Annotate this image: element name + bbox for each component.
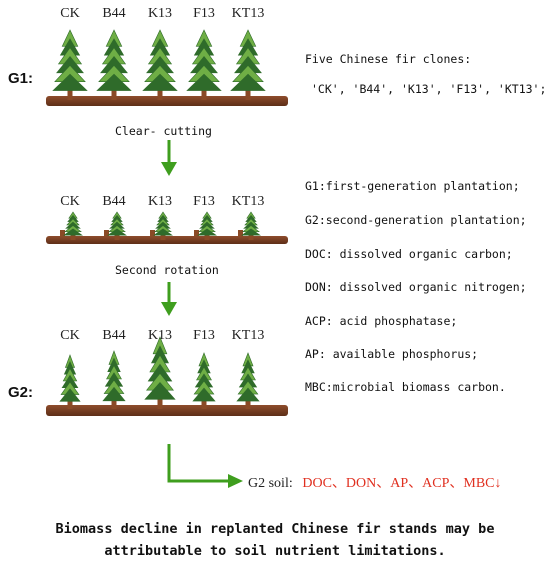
clone-label-g1-b44: B44: [102, 6, 126, 21]
g1-trees: [52, 29, 266, 100]
clone-label-stump-ck: CK: [60, 194, 80, 209]
clone-label-stump-f13: F13: [193, 194, 215, 209]
seedling-kt13: [241, 211, 261, 240]
clone-label-stump-b44: B44: [102, 194, 126, 209]
conclusion-line-1: Biomass decline in replanted Chinese fir…: [55, 521, 495, 537]
clear-cutting-label: Clear- cutting: [115, 124, 212, 138]
clone-label-g2-k13: K13: [147, 328, 173, 343]
seedling-k13: [153, 211, 173, 240]
clone-label-g2-kt13: KT13: [231, 328, 265, 343]
g2-tree-ck: [59, 354, 81, 409]
clone-label-stump-k13: K13: [147, 194, 173, 209]
clone-label-g1-f13: F13: [193, 6, 215, 21]
decrease-arrow-icon: ↓: [494, 476, 502, 491]
stump-b44: [104, 230, 109, 237]
g2-soil-items: DOC、DON、AP、ACP、MBC: [302, 476, 495, 491]
stump-kt13: [238, 230, 243, 237]
seedlings: [60, 211, 261, 240]
g2-tree-kt13: [236, 352, 260, 409]
g2-trees: [59, 336, 260, 409]
seedling-ck: [63, 211, 83, 240]
arrow-down-1: [161, 140, 177, 176]
stump-ck: [60, 230, 65, 237]
g2-soil-prefix: G2 soil:: [248, 476, 293, 491]
legend-line-2: 'CK', 'B44', 'K13', 'F13', 'KT13';: [311, 82, 547, 96]
legend-line-1: Five Chinese fir clones:: [305, 52, 472, 66]
arrow-to-soil: [167, 444, 243, 488]
g1-tree-ck: [52, 29, 88, 100]
g1-label: G1:: [8, 70, 34, 87]
legend-line-5: DOC: dissolved organic carbon;: [305, 247, 513, 261]
legend-line-6: DON: dissolved organic nitrogen;: [305, 280, 527, 294]
g2-soil-bar: [46, 405, 288, 416]
stump-soil-bar: [46, 236, 288, 244]
g1-tree-b44: [96, 29, 132, 100]
g1-tree-kt13: [230, 29, 266, 100]
stump-f13: [194, 230, 199, 237]
clone-label-g2-b44: B44: [102, 328, 126, 343]
seedling-b44: [107, 211, 127, 240]
legend-line-3: G1:first-generation plantation;: [305, 179, 520, 193]
seedling-f13: [197, 211, 217, 240]
clone-label-stump-kt13: KT13: [231, 194, 265, 209]
clone-label-g1-kt13: KT13: [231, 6, 265, 21]
clone-label-g2-ck: CK: [60, 328, 80, 343]
clone-label-g1-k13: K13: [147, 6, 173, 21]
g2-tree-b44: [102, 350, 126, 409]
clone-label-g2-f13: F13: [193, 328, 215, 343]
legend-line-7: ACP: acid phosphatase;: [305, 314, 458, 328]
g2-soil-result: G2 soil: DOC、DON、AP、ACP、MBC↓: [248, 472, 502, 492]
conclusion-line-2: attributable to soil nutrient limitation…: [104, 543, 446, 559]
g1-soil-bar: [46, 96, 288, 106]
clone-label-g1-ck: CK: [60, 6, 80, 21]
g2-tree-f13: [192, 352, 216, 409]
g1-tree-k13: [142, 29, 178, 100]
second-rotation-label: Second rotation: [115, 263, 219, 277]
g2-tree-k13: [144, 336, 176, 409]
stump-k13: [150, 230, 155, 237]
legend-line-8: AP: available phosphorus;: [305, 347, 479, 361]
legend-line-4: G2:second-generation plantation;: [305, 213, 527, 227]
arrow-down-2: [161, 282, 177, 316]
g1-tree-f13: [186, 29, 222, 100]
g2-label: G2:: [8, 384, 34, 401]
legend-line-9: MBC:microbial biomass carbon.: [305, 380, 506, 394]
